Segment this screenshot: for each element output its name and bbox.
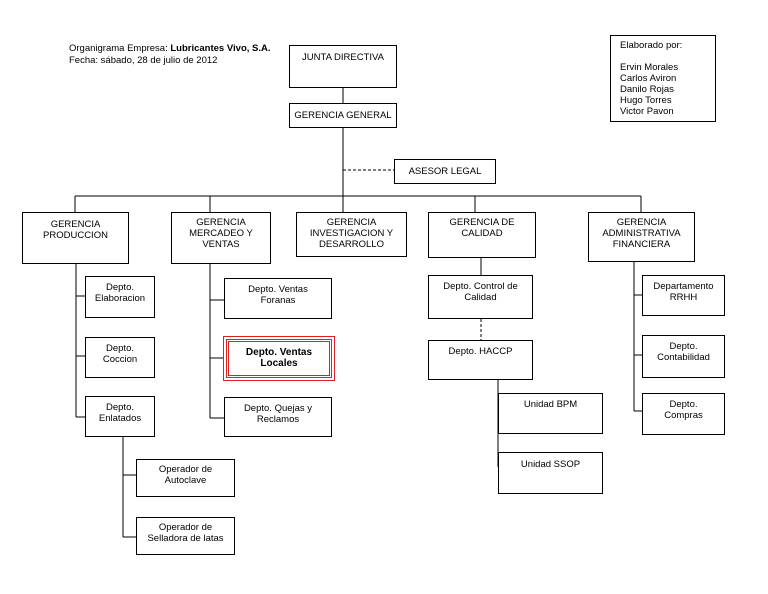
node-label-line: Depto. [106, 402, 134, 413]
node-depto-ventas-foranas: Depto. Ventas Foranas [224, 278, 332, 319]
credits-title: Elaborado por: [620, 40, 683, 51]
node-label-line: Locales [260, 358, 298, 369]
node-depto-compras: Depto. Compras [642, 393, 725, 435]
node-label-line: Coccion [102, 354, 138, 365]
node-label-line: Depto. Ventas [248, 284, 308, 295]
node-gerencia-calidad: GERENCIA DE CALIDAD [428, 212, 536, 258]
node-label-line: Departamento [653, 281, 714, 292]
node-gerencia-produccion: GERENCIA PRODUCCION [22, 212, 129, 264]
node-label-line: GERENCIA [326, 217, 377, 228]
node-operador-autoclave: Operador de Autoclave [136, 459, 235, 497]
node-gerencia-administrativa: GERENCIA ADMINISTRATIVA FINANCIERA [588, 212, 695, 262]
node-gerencia-general: GERENCIA GENERAL [289, 103, 397, 128]
company-prefix: Organigrama Empresa: [69, 43, 168, 54]
node-label-line: Unidad SSOP [520, 459, 581, 470]
credit-name: Carlos Aviron [620, 73, 677, 84]
node-label-line: Reclamos [256, 414, 300, 425]
node-label-line: Depto. Quejas y [243, 403, 313, 414]
node-unidad-ssop: Unidad SSOP [498, 452, 603, 494]
node-label-line: MERCADEO Y [189, 228, 253, 239]
node-label-line: Enlatados [98, 413, 142, 424]
credit-name: Hugo Torres [620, 95, 672, 106]
node-label-line: GERENCIA DE [449, 217, 515, 228]
node-label-line: Elaboracion [94, 293, 146, 304]
node-label-line: Depto. [669, 341, 698, 352]
node-depto-coccion: Depto. Coccion [85, 337, 155, 378]
node-label-line: CALIDAD [461, 228, 503, 239]
node-label-line: Depto. [669, 399, 698, 410]
node-label-line: Operador de [158, 464, 213, 475]
node-label-line: FINANCIERA [612, 239, 671, 250]
node-gerencia-investigacion: GERENCIA INVESTIGACION Y DESARROLLO [296, 212, 407, 257]
node-label-line: Compras [664, 410, 703, 421]
node-depto-ventas-locales: Depto. Ventas Locales [223, 336, 335, 381]
node-label-line: Unidad BPM [523, 399, 578, 410]
node-unidad-bpm: Unidad BPM [498, 393, 603, 434]
node-depto-quejas: Depto. Quejas y Reclamos [224, 397, 332, 437]
node-label-line: DESARROLLO [319, 239, 384, 250]
node-label-line: Autoclave [164, 475, 207, 486]
node-label-line: INVESTIGACION Y [309, 228, 394, 239]
node-label-line: GERENCIA [196, 217, 246, 228]
node-asesor-legal: ASESOR LEGAL [394, 159, 496, 184]
node-label-line: Depto. [106, 282, 134, 293]
node-label-line: GERENCIA [616, 217, 667, 228]
node-label-line: Calidad [464, 292, 497, 303]
node-depto-control-calidad: Depto. Control de Calidad [428, 275, 533, 319]
node-depto-contabilidad: Depto. Contabilidad [642, 335, 725, 378]
node-label-line: Depto. Ventas [245, 347, 313, 358]
credits-box: Elaborado por: Ervin Morales Carlos Avir… [610, 35, 716, 122]
node-depto-enlatados: Depto. Enlatados [85, 396, 155, 437]
node-label-line: Depto. [106, 343, 134, 354]
company-header: Organigrama Empresa: Lubricantes Vivo, S… [69, 43, 271, 67]
node-label-line: PRODUCCION [43, 230, 108, 241]
node-label-line: Operador de [158, 522, 213, 533]
node-label: JUNTA DIRECTIVA [302, 52, 384, 63]
node-label-line: Depto. HACCP [448, 346, 513, 357]
node-depto-elaboracion: Depto. Elaboracion [85, 276, 155, 318]
node-label-line: ADMINISTRATIVA [602, 228, 681, 239]
node-label: GERENCIA GENERAL [294, 110, 392, 121]
node-label-line: Contabilidad [657, 352, 710, 363]
credit-name: Ervin Morales [620, 62, 679, 73]
credit-name: Danilo Rojas [620, 84, 674, 95]
node-gerencia-mercadeo: GERENCIA MERCADEO Y VENTAS [171, 212, 271, 264]
node-label-line: Selladora de latas [147, 533, 224, 544]
node-junta-directiva: JUNTA DIRECTIVA [289, 45, 397, 88]
node-label: ASESOR LEGAL [408, 166, 482, 177]
node-label-line: RRHH [669, 292, 698, 303]
node-operador-selladora: Operador de Selladora de latas [136, 517, 235, 555]
chart-date: Fecha: sábado, 28 de julio de 2012 [69, 55, 218, 66]
node-label-line: Foranas [260, 295, 296, 306]
node-label-line: Depto. Control de [443, 281, 518, 292]
node-label-line: VENTAS [202, 239, 240, 250]
credit-name: Victor Pavon [620, 106, 674, 117]
node-departamento-rrhh: Departamento RRHH [642, 275, 725, 316]
node-depto-haccp: Depto. HACCP [428, 340, 533, 380]
company-name: Lubricantes Vivo, S.A. [170, 43, 271, 54]
node-label-line: GERENCIA [50, 219, 101, 230]
